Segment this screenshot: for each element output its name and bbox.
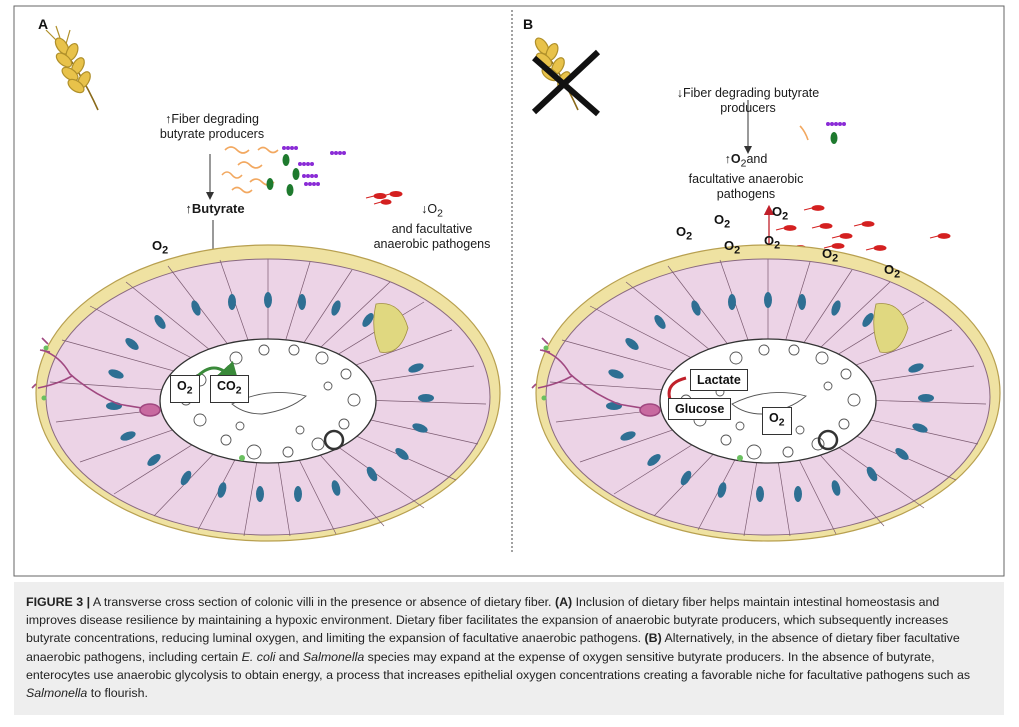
panel-a-label: A: [38, 16, 49, 32]
panel-a-co2-box: CO2: [210, 375, 249, 403]
figure-border: [13, 5, 1005, 577]
panel-b-drawing: [531, 37, 1001, 542]
panel-b-lactate-box: Lactate: [690, 369, 748, 391]
panel-a-lumen-o2: O2: [152, 238, 169, 257]
caption-text: FIGURE 3 | A transverse cross section of…: [26, 595, 971, 701]
nerve-cell-a: [31, 337, 161, 417]
panel-b-o2-5: O2: [764, 233, 781, 252]
panel-b-o2-4: O2: [772, 204, 789, 223]
panel-a-drawing: [31, 25, 501, 542]
panel-b-o2-2: O2: [714, 212, 731, 231]
panel-a-butyrate-label: Butyrate: [170, 201, 260, 216]
butyrate-molecules: [282, 146, 346, 186]
fiber-bacteria: [221, 146, 279, 194]
panel-a-fiber-label: Fiber degrading butyrate producers: [150, 112, 274, 142]
panel-b-label: B: [523, 16, 534, 32]
down-arrow-icon: [677, 86, 683, 100]
colon-section-a: [35, 244, 501, 542]
pathogens-a: [365, 191, 403, 205]
panel-b-o2-3: O2: [724, 238, 741, 257]
panel-a-o2-box: O2: [170, 375, 200, 403]
panel-b-o2-7: O2: [884, 262, 901, 281]
wheat-icon: [45, 25, 99, 111]
panel-b-o2-box: O2: [762, 407, 792, 435]
up-arrow-icon: [725, 152, 731, 166]
colon-section-b: [535, 244, 1001, 542]
crossed-wheat-icon: [531, 37, 601, 117]
up-arrow-icon: [185, 201, 192, 216]
figure-caption: FIGURE 3 | A transverse cross section of…: [14, 582, 1004, 715]
green-bacteria: [266, 154, 300, 196]
up-arrow-icon: [165, 112, 171, 126]
down-arrow-icon: [421, 202, 427, 216]
panel-b-o2-6: O2: [822, 246, 839, 265]
figure-illustration: [13, 5, 1005, 577]
panel-b-o2-pathogens-label: O2and facultative anaerobic pathogens: [666, 152, 826, 202]
nerve-cell-b: [531, 337, 661, 417]
panel-b-glucose-box: Glucose: [668, 398, 732, 420]
panel-a-o2-pathogens-label: O2 and facultative anaerobic pathogens: [352, 202, 512, 252]
panel-b-fiber-label: Fiber degrading butyrate producers: [664, 86, 832, 116]
panel-b-o2-1: O2: [676, 224, 693, 243]
